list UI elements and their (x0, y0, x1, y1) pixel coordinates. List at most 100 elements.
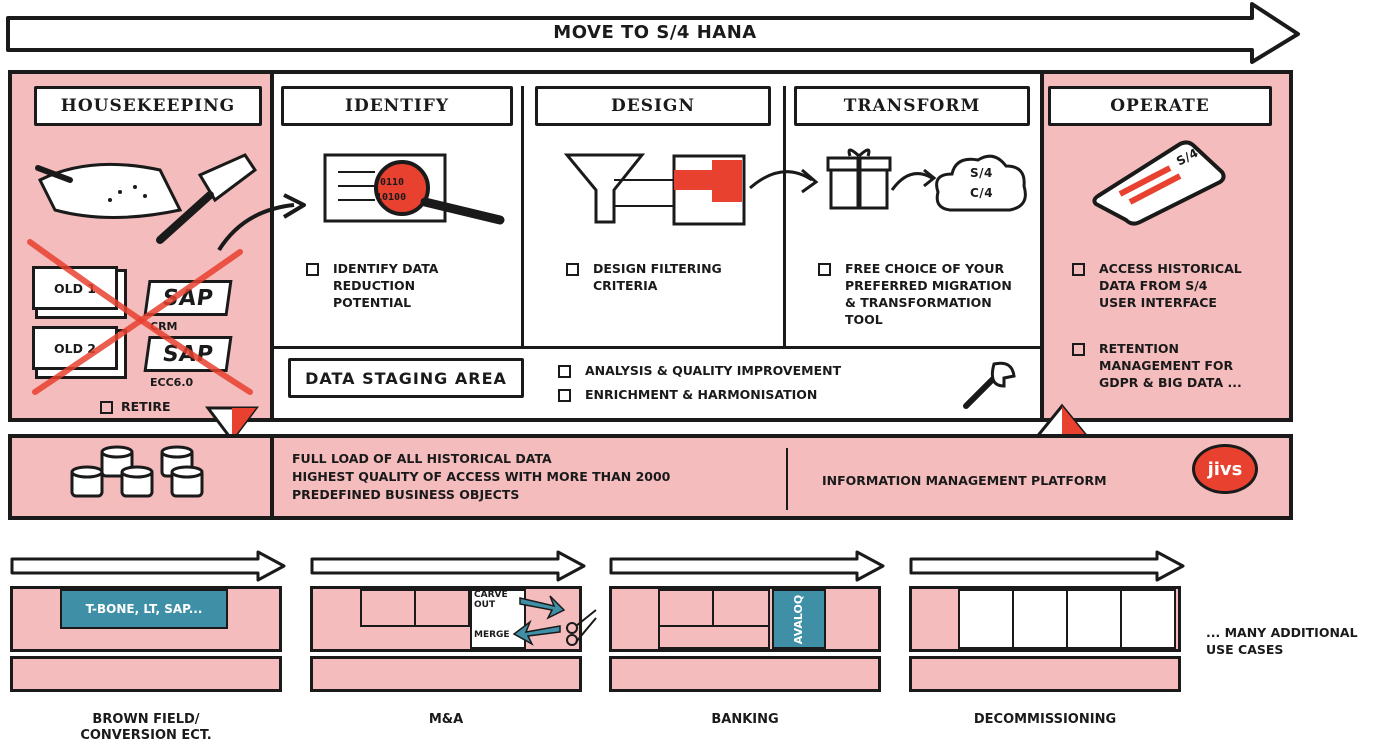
operate-panel (1042, 74, 1289, 418)
checkbox-icon (818, 263, 831, 276)
transform-bullet: FREE CHOICE OF YOUR PREFERRED MIGRATION … (818, 260, 1012, 328)
tab-label: TRANSFORM (843, 96, 981, 116)
divider (270, 74, 274, 418)
dustpan-brush-icon (35, 153, 258, 244)
banner-arrow (6, 2, 1300, 64)
staging-bullet: ENRICHMENT & HARMONISATION (558, 386, 817, 403)
arrow-icon (890, 168, 937, 191)
cloud-label: C/4 (970, 186, 994, 200)
use-case-base (10, 656, 282, 692)
empty-cell (958, 589, 1014, 649)
bullet-text: ENRICHMENT & HARMONISATION (585, 387, 818, 402)
use-case-base (909, 656, 1181, 692)
more-use-cases: ... MANY ADDITIONAL USE CASES (1206, 625, 1358, 657)
checkbox-icon (1072, 343, 1085, 356)
use-case-arrow (609, 550, 885, 582)
grid-cell (360, 589, 416, 627)
operate-bullet: RETENTION MANAGEMENT FOR GDPR & BIG DATA… (1072, 340, 1242, 391)
use-case-label: M&A (428, 712, 464, 727)
operate-bullet: ACCESS HISTORICAL DATA FROM S/4 USER INT… (1072, 260, 1242, 311)
bullet-text: RETENTION MANAGEMENT FOR GDPR & BIG DATA… (1099, 341, 1242, 390)
bullet-text: IDENTIFY DATA REDUCTION POTENTIAL (333, 261, 439, 310)
jivs-logo-text: jivs (1207, 458, 1243, 480)
tab-operate[interactable]: OPERATE (1048, 86, 1272, 126)
database-icon (70, 445, 204, 498)
tab-identify[interactable]: IDENTIFY (281, 86, 513, 126)
staging-tag[interactable]: DATA STAGING AREA (288, 358, 524, 398)
tab-label: DESIGN (611, 96, 695, 116)
divider (783, 86, 786, 348)
magnifier-document-icon (323, 153, 505, 225)
teal-block: AVALOQ (772, 589, 826, 649)
cloud-label: S/4 (970, 166, 993, 180)
use-case-label: BANKING (711, 712, 779, 727)
funnel-icon (563, 153, 819, 226)
platform-bar (8, 434, 1293, 520)
binary-text: 0110 (380, 177, 405, 188)
tab-housekeeping[interactable]: HOUSEKEEPING (34, 86, 262, 126)
checkbox-icon (100, 401, 113, 414)
platform-description: FULL LOAD OF ALL HISTORICAL DATA HIGHEST… (292, 451, 671, 502)
use-case-base (609, 656, 881, 692)
bullet-text: DESIGN FILTERING CRITERIA (593, 261, 722, 293)
wrench-icon (963, 361, 1016, 409)
use-case-frame (310, 586, 582, 652)
divider (270, 438, 274, 516)
use-case-arrow (909, 550, 1185, 582)
merge-label: MERGE (474, 630, 510, 640)
tab-label: OPERATE (1110, 96, 1210, 116)
gift-box-icon (826, 148, 892, 210)
divider (1040, 74, 1044, 418)
tab-label: HOUSEKEEPING (60, 96, 236, 116)
retire-label: RETIRE (121, 399, 171, 414)
use-case-base (310, 656, 582, 692)
use-case-arrow (10, 550, 286, 582)
old-system-label: OLD 2 (53, 340, 97, 356)
teal-block-label: AVALOQ (792, 594, 806, 644)
use-case-arrow (310, 550, 586, 582)
checkbox-icon (558, 389, 571, 402)
staging-bullet: ANALYSIS & QUALITY IMPROVEMENT (558, 362, 841, 379)
carve-out-label: CARVE OUT (474, 590, 508, 610)
tab-transform[interactable]: TRANSFORM (794, 86, 1030, 126)
cross-out-mark (27, 239, 253, 395)
platform-name: INFORMATION MANAGEMENT PLATFORM (822, 473, 1107, 488)
cloud-icon (935, 154, 1027, 212)
connector-down-icon (205, 406, 259, 443)
divider (786, 448, 788, 510)
identify-bullet: IDENTIFY DATA REDUCTION POTENTIAL (306, 260, 438, 311)
divider (272, 346, 1042, 349)
use-case-label: DECOMMISSIONING (973, 712, 1117, 727)
divider (521, 86, 524, 348)
checkbox-icon (558, 365, 571, 378)
jivs-logo: jivs (1192, 444, 1258, 494)
teal-block-label: T-BONE, LT, SAP... (85, 602, 203, 616)
grid-cell (414, 589, 470, 627)
grid-cell (658, 625, 770, 649)
binary-text: 10100 (376, 192, 407, 203)
tab-label: IDENTIFY (345, 96, 449, 116)
empty-cell (1012, 589, 1068, 649)
design-bullet: DESIGN FILTERING CRITERIA (566, 260, 722, 294)
sap-sub-label: ECC6.0 (150, 376, 194, 389)
banner-title: MOVE TO S/4 HANA (553, 22, 757, 43)
checkbox-icon (306, 263, 319, 276)
bullet-text: ANALYSIS & QUALITY IMPROVEMENT (585, 363, 842, 378)
tab-design[interactable]: DESIGN (535, 86, 771, 126)
bullet-text: FREE CHOICE OF YOUR PREFERRED MIGRATION … (845, 261, 1012, 327)
empty-cell (1120, 589, 1176, 649)
checkbox-icon (566, 263, 579, 276)
use-case-frame (609, 586, 881, 652)
carve-out-panel (470, 589, 526, 649)
carve-merge-arrows-icon (512, 595, 597, 646)
teal-block: T-BONE, LT, SAP... (60, 589, 228, 629)
retire-bullet: RETIRE (100, 398, 171, 415)
tablet-icon (1092, 140, 1226, 226)
grid-cell (658, 589, 714, 627)
grid-cell (712, 589, 770, 627)
bullet-text: ACCESS HISTORICAL DATA FROM S/4 USER INT… (1099, 261, 1242, 310)
empty-cell (1066, 589, 1122, 649)
arrow-icon (217, 193, 306, 252)
staging-label: DATA STAGING AREA (305, 368, 507, 388)
use-case-label: BROWN FIELD/ CONVERSION ECT. (80, 712, 212, 743)
